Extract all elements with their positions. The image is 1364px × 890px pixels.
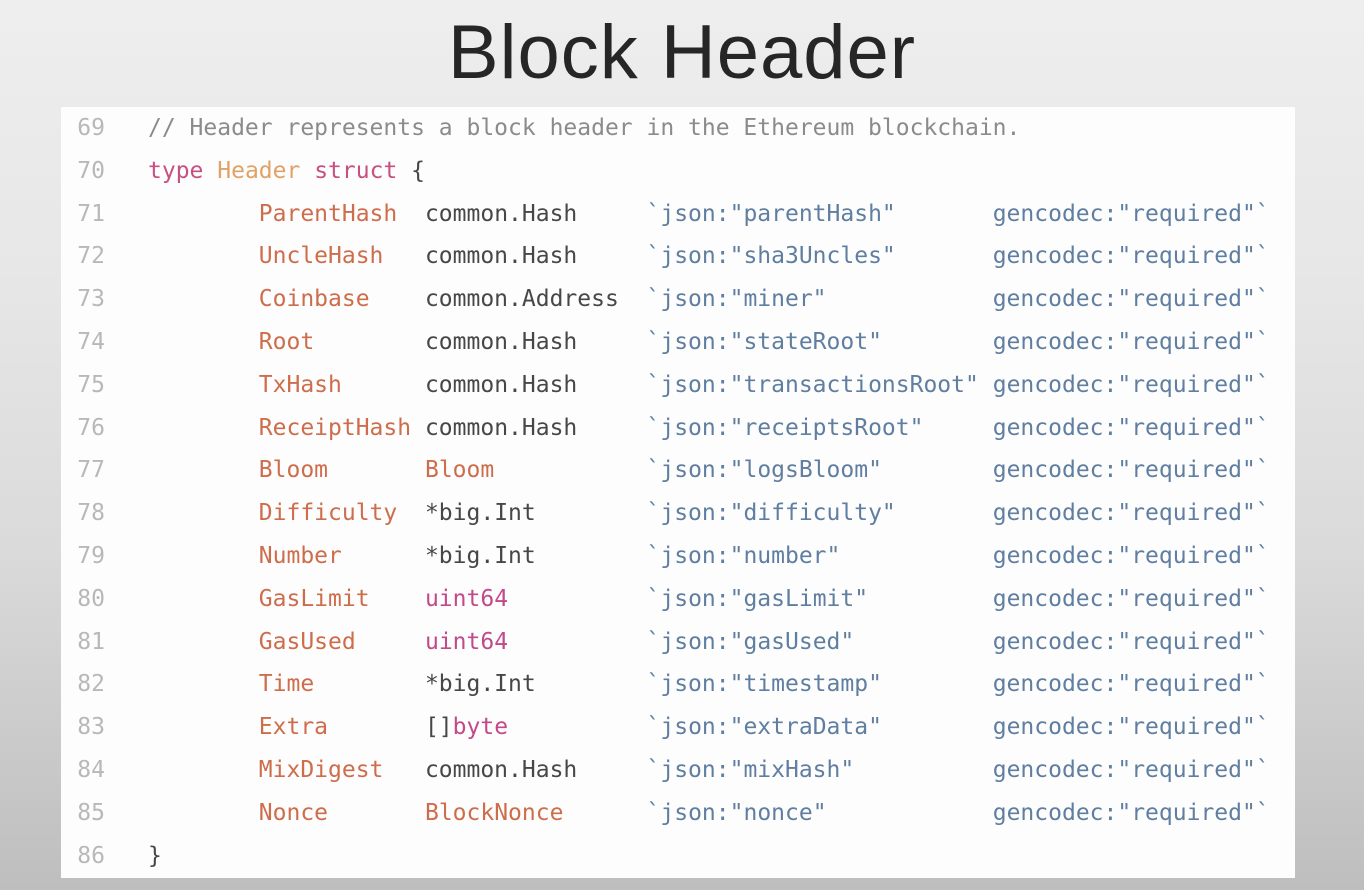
code-text: Bloom Bloom `json:"logsBloom" gencodec:"… [258,457,1270,484]
line-number: 71 [77,200,105,227]
line-number: 72 [77,243,105,270]
line-number: 78 [77,500,105,527]
code-text: MixDigest common.Hash `json:"mixHash" ge… [258,756,1270,783]
line-number: 84 [77,756,105,783]
code-text: } [148,842,162,869]
code-line: 84 MixDigest common.Hash `json:"mixHash"… [61,749,1295,792]
code-line: 77 Bloom Bloom `json:"logsBloom" gencode… [61,449,1295,492]
code-text: ParentHash common.Hash `json:"parentHash… [258,200,1270,227]
code-text: UncleHash common.Hash `json:"sha3Uncles"… [258,243,1270,270]
code-line: 86} [61,835,1295,878]
line-number: 79 [77,542,105,569]
slide-title: Block Header [447,10,917,95]
code-line: 83 Extra []byte `json:"extraData" gencod… [61,706,1295,749]
code-line: 81 GasUsed uint64 `json:"gasUsed" gencod… [61,621,1295,664]
line-number: 69 [77,115,105,141]
code-text: ReceiptHash common.Hash `json:"receiptsR… [258,414,1270,441]
code-text: TxHash common.Hash `json:"transactionsRo… [258,371,1270,398]
code-panel: 69 // Header represents a block header in… [61,107,1295,878]
line-number: 76 [77,414,105,441]
line-number: 80 [77,585,105,612]
line-number: 81 [77,628,105,655]
line-number: 74 [77,328,105,355]
code-text: type Header struct { [148,157,425,184]
code-text: Coinbase common.Address `json:"miner" ge… [258,286,1270,313]
line-number: 85 [77,799,105,826]
line-number: 75 [77,371,105,398]
code-line: 75 TxHash common.Hash `json:"transaction… [61,364,1295,407]
code-line: 82 Time *big.Int `json:"timestamp" genco… [61,663,1295,706]
line-number: 70 [77,157,105,184]
code-line: 79 Number *big.Int `json:"number" gencod… [61,535,1295,578]
code-text: GasLimit uint64 `json:"gasLimit" gencode… [258,585,1270,612]
code-line: 85 Nonce BlockNonce `json:"nonce" gencod… [61,792,1295,835]
line-number: 73 [77,286,105,313]
code-line: 78 Difficulty *big.Int `json:"difficulty… [61,492,1295,535]
line-number: 82 [77,671,105,698]
code-text: Root common.Hash `json:"stateRoot" genco… [258,328,1270,355]
line-number: 77 [77,457,105,484]
line-number: 83 [77,714,105,741]
code-line: 72 UncleHash common.Hash `json:"sha3Uncl… [61,235,1295,278]
code-line: 71 ParentHash common.Hash `json:"parentH… [61,193,1295,236]
code-text: Number *big.Int `json:"number" gencodec:… [258,542,1270,569]
code-line: 80 GasLimit uint64 `json:"gasLimit" genc… [61,578,1295,621]
code-line: 70 type Header struct { [61,150,1295,193]
code-line: 74 Root common.Hash `json:"stateRoot" ge… [61,321,1295,364]
code-text: Difficulty *big.Int `json:"difficulty" g… [258,500,1270,527]
code-text: Nonce BlockNonce `json:"nonce" gencodec:… [258,799,1270,826]
code-line: 76 ReceiptHash common.Hash `json:"receip… [61,407,1295,450]
code-text: GasUsed uint64 `json:"gasUsed" gencodec:… [258,628,1270,655]
code-text: Extra []byte `json:"extraData" gencodec:… [258,714,1270,741]
code-text: // Header represents a block header in t… [148,115,1021,141]
line-number: 86 [77,842,105,869]
code-line: 73 Coinbase common.Address `json:"miner"… [61,278,1295,321]
code-line: 69 // Header represents a block header in… [61,107,1295,150]
code-text: Time *big.Int `json:"timestamp" gencodec… [258,671,1270,698]
